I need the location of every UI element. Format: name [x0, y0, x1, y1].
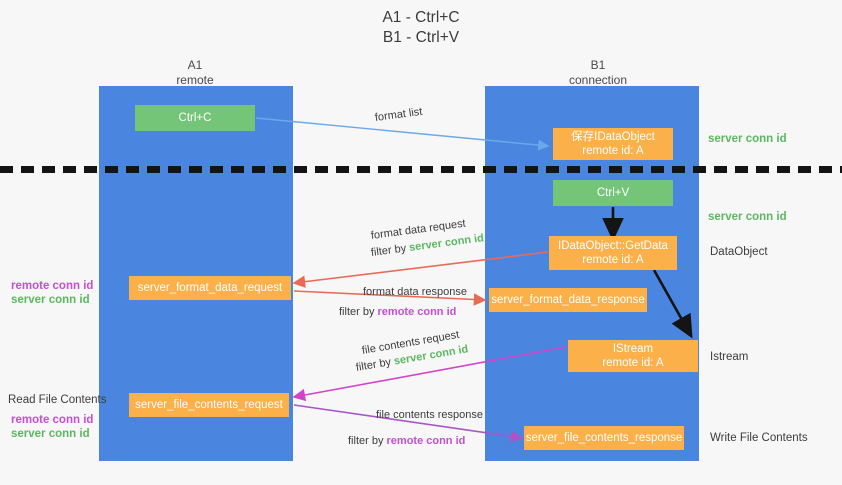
- column-header-a1-role: remote: [176, 73, 214, 87]
- right-label-write-file-contents: Write File Contents: [710, 432, 808, 444]
- edge-format-list: [255, 117, 550, 151]
- node-ctrl-v[interactable]: Ctrl+V: [553, 180, 673, 206]
- column-header-b1-name: B1: [590, 58, 606, 72]
- edge-format-data-response: [293, 290, 487, 306]
- node-server-file-contents-request[interactable]: server_file_contents_request: [129, 393, 289, 417]
- node-server-format-data-response-label: server_format_data_response: [491, 294, 645, 306]
- edge-label-format-data-request-filter: filter by server conn id: [370, 232, 485, 260]
- column-header-b1-role: connection: [568, 73, 628, 87]
- edge-label-file-contents-response-text: file contents response: [376, 409, 484, 421]
- node-server-file-contents-response[interactable]: server_file_contents_response: [524, 426, 684, 450]
- edge-label-file-contents-response: file contents response: [376, 408, 483, 422]
- node-getdata[interactable]: IDataObject::GetData remote id: A: [549, 236, 677, 270]
- node-ctrl-c-label: Ctrl+C: [178, 112, 212, 124]
- filter-prefix-1: filter by: [370, 242, 410, 259]
- column-header-a1: A1 remote: [115, 58, 275, 88]
- edge-file-contents-response: [293, 404, 524, 443]
- node-server-format-data-request[interactable]: server_format_data_request: [129, 276, 291, 300]
- section-divider: [0, 166, 842, 173]
- node-server-file-contents-request-label: server_file_contents_request: [135, 399, 283, 411]
- left-label-server-conn-id-lower: server conn id: [11, 428, 90, 440]
- edge-label-format-list: format list: [374, 106, 423, 125]
- column-header-b1: B1 connection: [518, 58, 678, 88]
- left-label-remote-conn-id-lower: remote conn id: [11, 414, 94, 426]
- filter-value-remote-conn-id-2: remote conn id: [386, 435, 466, 447]
- right-label-istream: Istream: [710, 351, 749, 363]
- left-label-server-conn-id-upper: server conn id: [11, 294, 90, 306]
- node-server-format-data-response[interactable]: server_format_data_response: [489, 288, 647, 312]
- filter-prefix-4: filter by: [348, 435, 387, 447]
- edge-label-format-data-response: format data response: [363, 285, 467, 299]
- node-server-format-data-request-label: server_format_data_request: [137, 282, 283, 294]
- edge-getdata-to-istream: [652, 269, 693, 339]
- node-ctrl-c[interactable]: Ctrl+C: [135, 105, 255, 131]
- edge-label-format-data-response-filter: filter by remote conn id: [339, 305, 456, 319]
- node-save-dataobject[interactable]: 保存IDataObject remote id: A: [553, 128, 673, 160]
- edge-label-format-data-response-text: format data response: [363, 286, 467, 298]
- node-save-dataobject-label: 保存IDataObject remote id: A: [571, 131, 655, 157]
- title-line-1: A1 - Ctrl+C: [382, 9, 460, 26]
- right-label-server-conn-id-top: server conn id: [708, 133, 787, 145]
- edge-file-contents-request: [292, 346, 567, 402]
- column-header-a1-name: A1: [187, 58, 203, 72]
- edge-format-data-request: [292, 251, 549, 288]
- node-getdata-label: IDataObject::GetData remote id: A: [558, 240, 668, 266]
- page-title: A1 - Ctrl+C B1 - Ctrl+V: [0, 8, 842, 48]
- right-label-server-conn-id-mid: server conn id: [708, 211, 787, 223]
- edge-label-file-contents-response-filter: filter by remote conn id: [348, 434, 465, 448]
- node-server-file-contents-response-label: server_file_contents_response: [525, 432, 683, 444]
- node-ctrl-v-label: Ctrl+V: [596, 187, 630, 199]
- filter-value-remote-conn-id-1: remote conn id: [377, 306, 457, 318]
- title-line-2: B1 - Ctrl+V: [382, 29, 460, 46]
- left-label-read-file-contents: Read File Contents: [8, 394, 107, 406]
- right-label-dataobject: DataObject: [710, 246, 768, 258]
- left-label-remote-conn-id-upper: remote conn id: [11, 280, 94, 292]
- filter-prefix-2: filter by: [339, 306, 378, 318]
- node-istream-label: IStream remote id: A: [602, 343, 664, 369]
- edge-label-file-contents-request-filter: filter by server conn id: [355, 343, 470, 375]
- node-istream[interactable]: IStream remote id: A: [568, 340, 698, 372]
